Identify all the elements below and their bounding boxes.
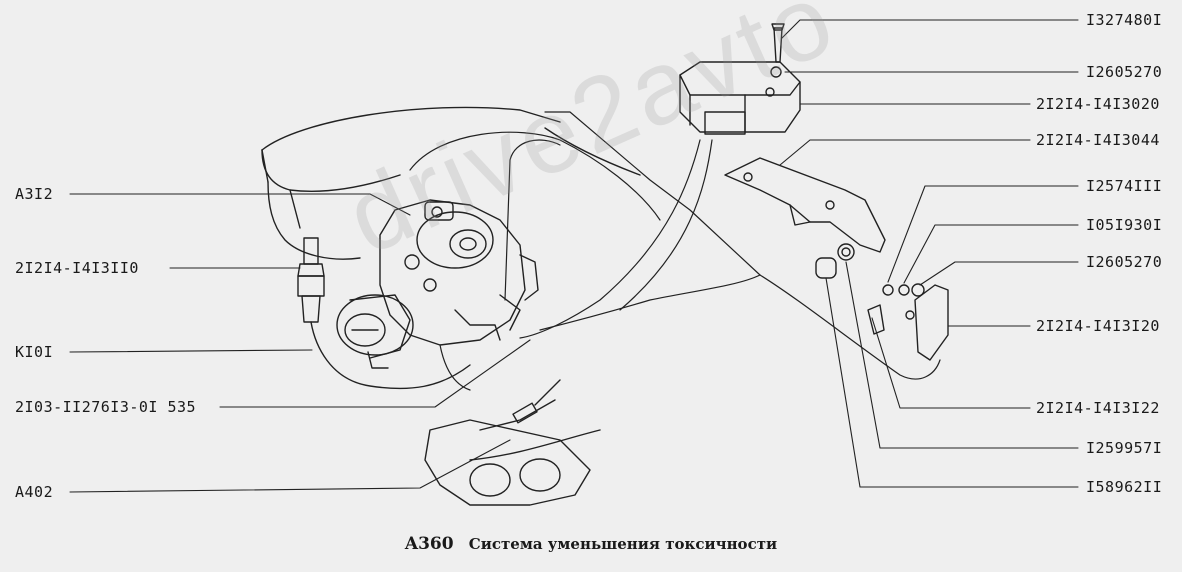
label-21214-4i13044: 2I2I4-I4I3044: [1036, 131, 1160, 149]
label-a402: A402: [15, 483, 54, 501]
label-1327480i: I327480I: [1086, 11, 1163, 29]
exhaust-manifold: [424, 379, 601, 506]
label-i58962ii: I58962II: [1086, 478, 1163, 496]
solenoid-valve: [679, 23, 801, 135]
small-parts: [815, 243, 949, 361]
air-filter-housing: [261, 106, 641, 260]
label-2103-11276130-01-535: 2I03-II276I3-0I 535: [15, 398, 197, 416]
label-i2605270-b: I2605270: [1086, 253, 1163, 271]
diagram-code: A360: [404, 534, 454, 554]
label-i05i930i: I05I930I: [1086, 216, 1163, 234]
leader-lines-left: [69, 193, 531, 493]
temperature-sensor: [297, 237, 471, 390]
label-a312: A3I2: [15, 185, 54, 203]
label-i2574iii: I2574III: [1086, 177, 1163, 195]
carburetor: [379, 199, 539, 346]
leader-lines-right: [779, 19, 1079, 488]
valve-bracket: [724, 157, 886, 253]
label-i2605270-a: I2605270: [1086, 63, 1163, 81]
diagram-title: Система уменьшения токсичности: [468, 535, 778, 553]
label-21214-4131110: 2I2I4-I4I3II0: [15, 259, 139, 277]
diagram-caption: A360 Система уменьшения токсичности: [0, 534, 1182, 554]
label-i259957i: I259957I: [1086, 439, 1163, 457]
label-21214-4i13020: 2I2I4-I4I3020: [1036, 95, 1160, 113]
throttle-housing: [336, 294, 414, 369]
label-k101: KI0I: [15, 343, 54, 361]
label-21214-4i13i22: 2I2I4-I4I3I22: [1036, 399, 1160, 417]
hoses: [409, 111, 941, 391]
label-21214-4i13i20: 2I2I4-I4I3I20: [1036, 317, 1160, 335]
